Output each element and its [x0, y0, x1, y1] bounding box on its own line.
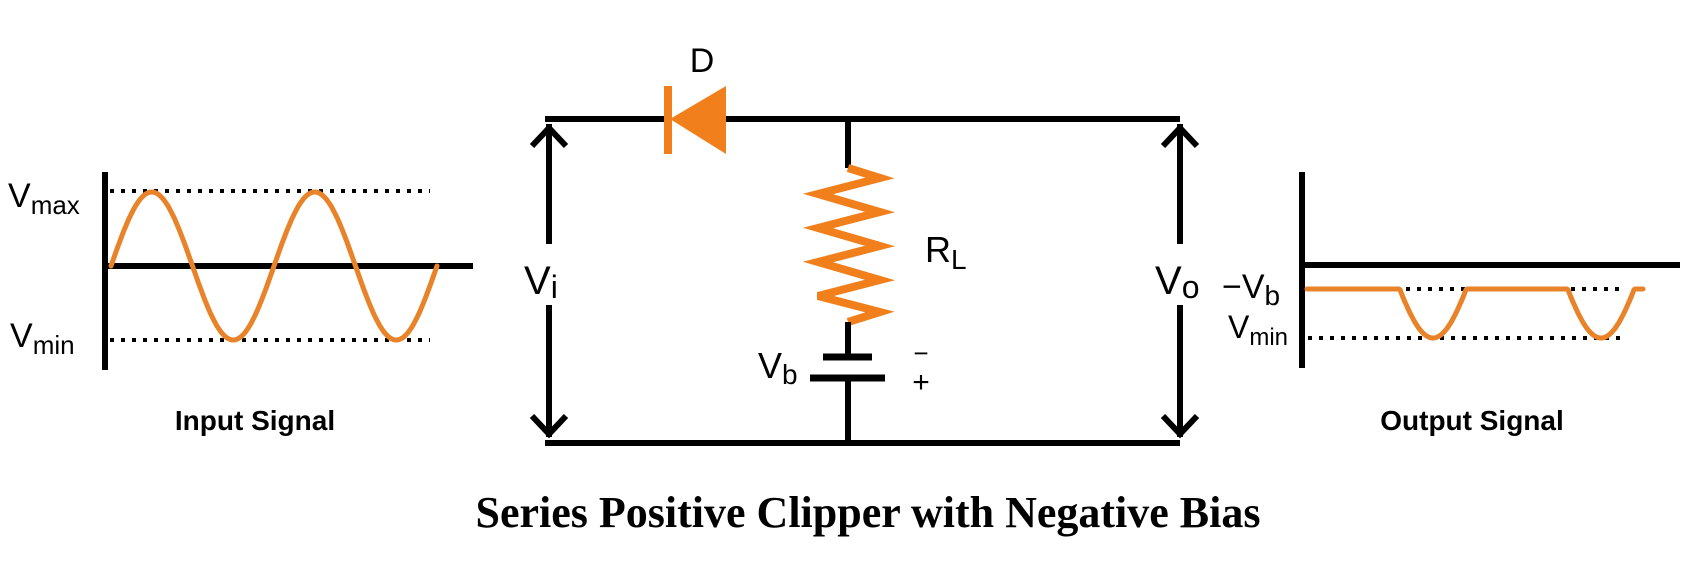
diagram-title: Series Positive Clipper with Negative Bi… [476, 488, 1261, 537]
input-vmax-label: Vmax [8, 177, 80, 220]
input-signal-graph: Vmax Vmin Input Signal [8, 172, 473, 436]
output-vb-label: −Vb [1222, 268, 1280, 311]
vi-label: Vi [524, 259, 558, 305]
diode-cathode-bar [664, 86, 672, 154]
battery-label: Vb [758, 345, 798, 390]
diode-triangle [670, 86, 726, 154]
vo-label: Vo [1155, 259, 1199, 305]
output-signal-caption: Output Signal [1380, 405, 1564, 436]
output-vmin-label: Vmin [1228, 309, 1288, 351]
diode [664, 86, 726, 154]
circuit: D RL Vb − + Vi [524, 42, 1200, 446]
vi-arrow [529, 123, 569, 439]
vo-arrow [1160, 123, 1200, 439]
input-vmin-label: Vmin [10, 317, 75, 360]
output-clipped-wave [1304, 286, 1646, 341]
battery-plus-sign: + [912, 366, 930, 399]
battery-minus-sign: − [913, 338, 928, 368]
load-resistor [802, 164, 896, 326]
diode-label: D [690, 42, 715, 80]
input-sine-wave [108, 189, 440, 343]
output-signal-graph: −Vb Vmin Output Signal [1222, 172, 1680, 436]
resistor-label: RL [925, 229, 967, 275]
input-signal-caption: Input Signal [175, 405, 335, 436]
